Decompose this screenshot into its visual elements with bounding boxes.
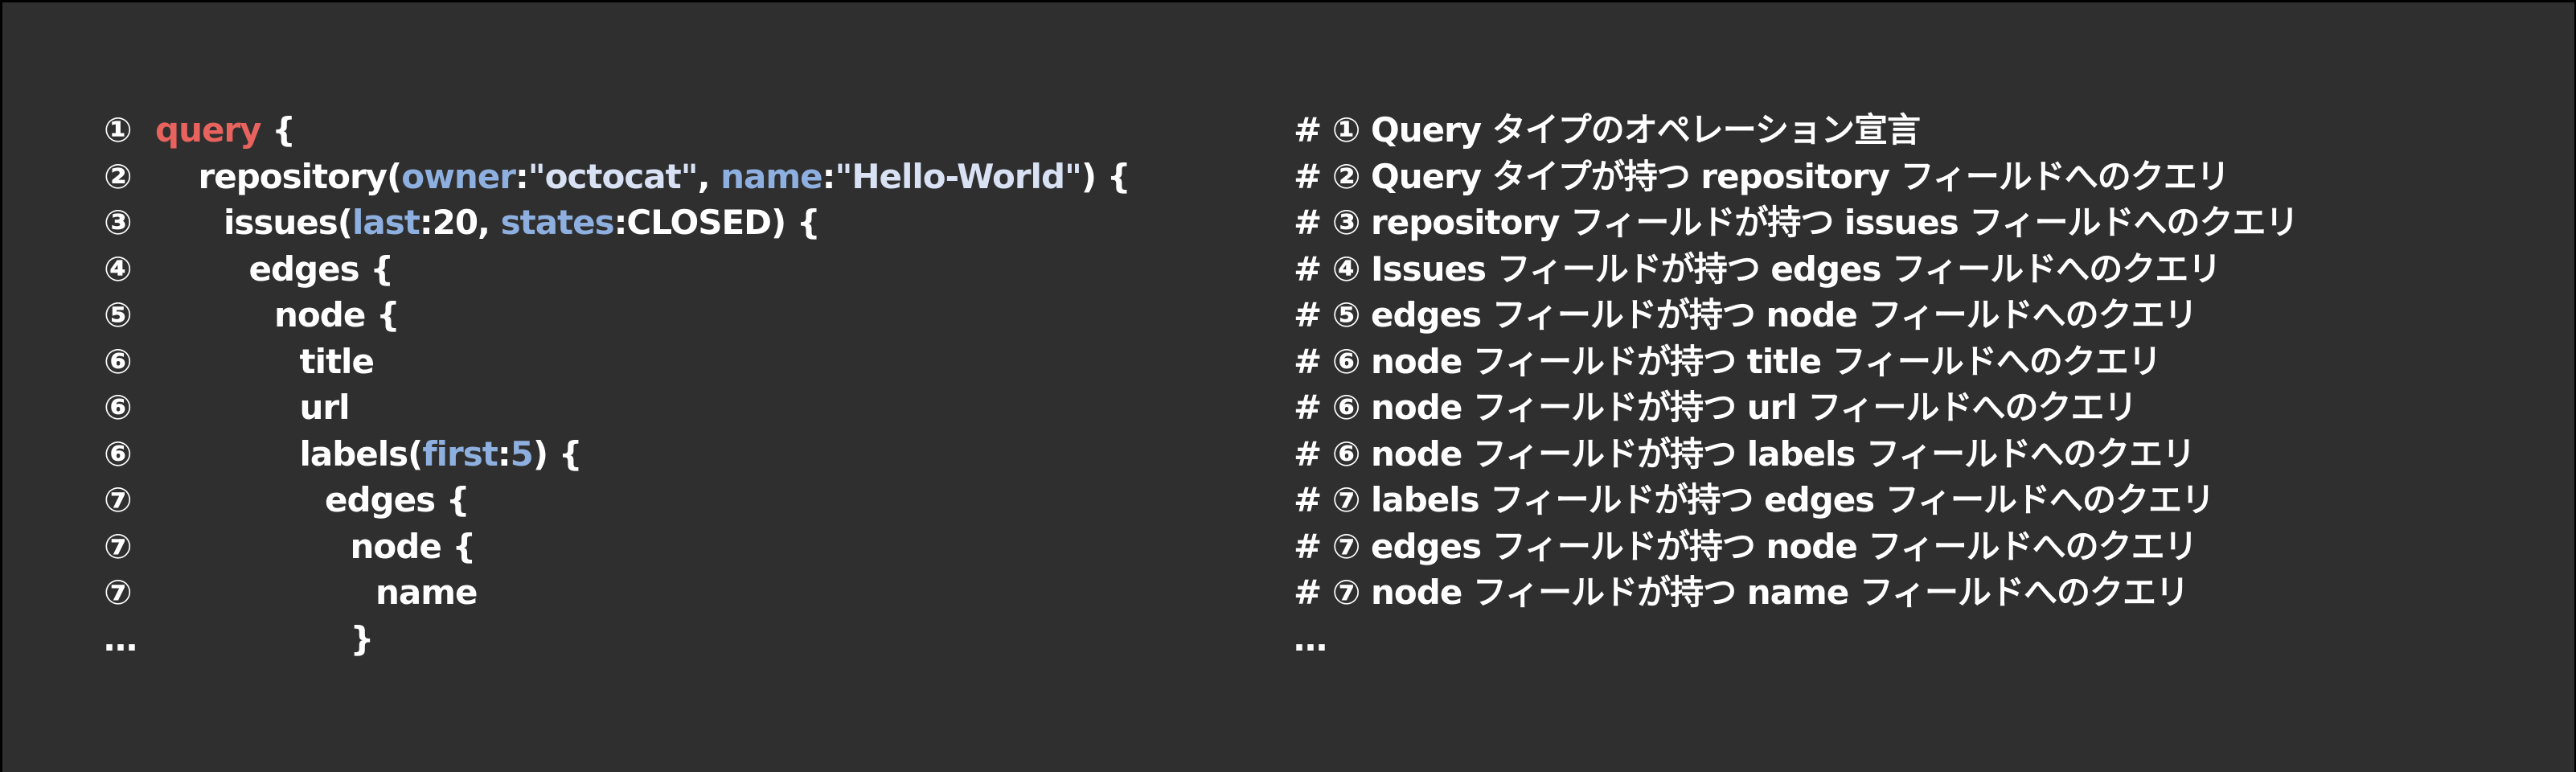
indent-spacer — [155, 431, 300, 478]
code-token: } — [350, 618, 375, 659]
argument-token: 5 — [510, 433, 534, 474]
line-marker: ⑤ — [104, 295, 133, 335]
line-marker: ⑥ — [104, 341, 133, 381]
comment-line: # ③ repository フィールドが持つ issues フィールドへのクエ… — [1294, 203, 2299, 242]
indent-spacer — [155, 384, 300, 431]
code-line: ⑦ node { — [104, 524, 1130, 570]
code-token: url — [299, 388, 351, 427]
comment-line: # ⑦ edges フィールドが持つ node フィールドへのクエリ — [1294, 526, 2198, 566]
argument-token: owner — [401, 156, 516, 196]
string-token: "octocat" — [527, 156, 699, 196]
indent-spacer — [155, 524, 351, 570]
keyword-token: query — [155, 110, 262, 150]
code-token: title — [299, 341, 375, 381]
code-line: ③ issues(last:20, states:CLOSED) { — [104, 199, 1130, 246]
comment-line: # ⑥ node フィールドが持つ url フィールドへのクエリ — [1294, 388, 2137, 427]
argument-token: states — [500, 203, 615, 242]
line-marker: ⑦ — [104, 573, 133, 612]
string-token: "Hello-World" — [835, 156, 1081, 196]
line-marker: ⑦ — [104, 526, 133, 566]
indent-spacer — [155, 569, 375, 616]
code-line: ⑤ node { — [104, 292, 1130, 339]
line-marker: ① — [104, 110, 133, 150]
code-line: ⑥ title — [104, 339, 1130, 385]
line-marker: ② — [104, 156, 133, 196]
line-marker: ③ — [104, 203, 133, 242]
comment-line: # ④ Issues フィールドが持つ edges フィールドへのクエリ — [1294, 248, 2221, 289]
code-token: ) { — [1081, 156, 1131, 196]
code-token: issues( — [224, 203, 353, 242]
line-marker: … — [104, 618, 137, 659]
code-line: ⑦ name — [104, 569, 1130, 616]
comment-line: # ② Query タイプが持つ repository フィールドへのクエリ — [1294, 156, 2230, 196]
code-token: :CLOSED) { — [613, 203, 821, 242]
code-line: ⑦ edges { — [104, 477, 1130, 524]
indent-spacer — [155, 616, 351, 663]
comment-line: # ⑥ node フィールドが持つ labels フィールドへのクエリ — [1294, 433, 2196, 474]
code-token: :20, — [419, 203, 501, 242]
comment-line: # ⑤ edges フィールドが持つ node フィールドへのクエリ — [1294, 295, 2198, 335]
code-line: ⑥ url — [104, 384, 1130, 431]
indent-spacer — [155, 199, 224, 246]
argument-token: last — [351, 203, 420, 242]
code-token: name — [375, 573, 478, 612]
line-marker: ④ — [104, 248, 133, 289]
code-token: edges { — [325, 480, 470, 519]
code-token: : — [497, 433, 511, 474]
code-token: : — [822, 156, 836, 196]
code-token: repository( — [198, 156, 403, 196]
line-marker: ⑥ — [104, 433, 133, 474]
code-token: node { — [350, 526, 477, 566]
code-token: , — [697, 156, 721, 196]
argument-token: first — [422, 433, 498, 474]
comment-line: # ① Query タイプのオペレーション宣言 — [1294, 110, 1921, 150]
comment-line: # ⑦ node フィールドが持つ name フィールドへのクエリ — [1294, 573, 2189, 612]
comment-line: # ⑥ node フィールドが持つ title フィールドへのクエリ — [1294, 341, 2162, 381]
comment-block: # ① Query タイプのオペレーション宣言 # ② Query タイプが持つ … — [1294, 107, 2299, 662]
code-token: : — [515, 156, 529, 196]
code-line: ④ edges { — [104, 246, 1130, 293]
code-line: …} — [104, 616, 1130, 663]
code-line: ① query { — [104, 107, 1130, 154]
line-marker: ⑥ — [104, 388, 133, 427]
indent-spacer — [155, 154, 199, 200]
argument-token: name — [720, 156, 822, 196]
code-token: ) { — [532, 433, 583, 474]
code-token: node { — [274, 295, 400, 335]
code-token: labels( — [299, 433, 424, 474]
code-token: { — [260, 110, 296, 150]
indent-spacer — [155, 246, 249, 293]
line-marker: ⑦ — [104, 480, 133, 519]
code-line: ⑥ labels(first:5) { — [104, 431, 1130, 478]
comment-line: … — [1294, 618, 1327, 659]
indent-spacer — [155, 477, 325, 524]
indent-spacer — [155, 339, 300, 385]
code-token: edges { — [248, 248, 395, 289]
indent-spacer — [155, 292, 274, 339]
comment-line: # ⑦ labels フィールドが持つ edges フィールドへのクエリ — [1294, 480, 2215, 519]
